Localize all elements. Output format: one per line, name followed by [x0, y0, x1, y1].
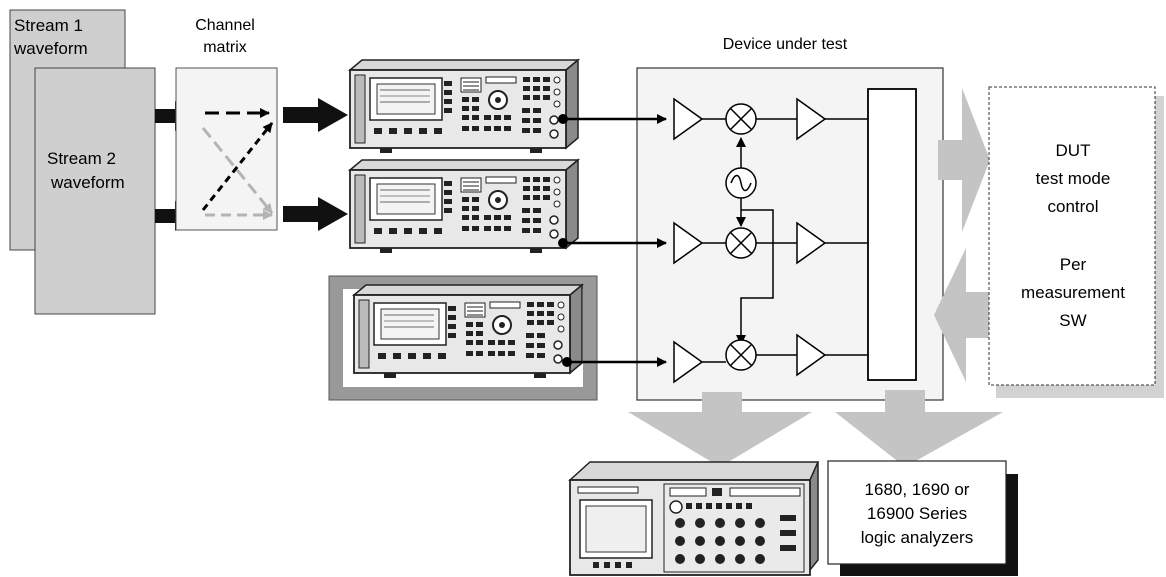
amplifier-icon — [673, 340, 704, 384]
mixer-icon — [725, 339, 757, 371]
dut-title: Device under test — [723, 36, 848, 53]
amplifier-icon — [673, 97, 704, 141]
amplifier-icon — [673, 221, 704, 265]
stream2-label-line2: waveform — [50, 173, 125, 192]
analyzer-text-line-1: 1680, 1690 or — [865, 480, 970, 499]
dut-to-control-arrow — [938, 88, 990, 232]
amplifier-icon — [796, 221, 827, 265]
mixer-icon — [725, 103, 757, 135]
stream1-label-line2: waveform — [13, 39, 88, 58]
oscillator-icon — [725, 167, 757, 199]
control-panel: DUT test mode control Per measurement SW — [988, 86, 1156, 386]
dut-to-analyzer-arrow-right — [835, 390, 1003, 467]
control-text-line-1: DUT — [1056, 141, 1091, 160]
logic-analyzer-icon — [568, 461, 820, 576]
device-under-test: Device under test — [558, 36, 944, 401]
stream2-waveform-box: Stream 2 waveform — [34, 67, 156, 315]
control-text-line-5: Per — [1060, 255, 1087, 274]
channel-matrix: Channel matrix — [175, 17, 278, 231]
baseband-block — [867, 88, 917, 381]
dut-to-analyzer-arrow-left — [628, 392, 812, 467]
control-text-line-7: SW — [1059, 311, 1086, 330]
stream1-label-line1: Stream 1 — [14, 16, 83, 35]
control-text-line-2: test mode — [1036, 169, 1111, 188]
signal-generator-1 — [349, 59, 579, 154]
mixer-icon — [725, 227, 757, 259]
signal-generator-2 — [349, 159, 579, 254]
amplifier-icon — [796, 333, 827, 377]
stream2-label-line1: Stream 2 — [47, 149, 116, 168]
control-text-line-3: control — [1047, 197, 1098, 216]
matrix-to-gen1-arrow — [283, 98, 348, 132]
channel-matrix-label-line2: matrix — [203, 39, 247, 56]
signal-generator-3 — [353, 284, 583, 379]
control-text-line-6: measurement — [1021, 283, 1125, 302]
analyzer-label-box: 1680, 1690 or 16900 Series logic analyze… — [827, 460, 1007, 565]
matrix-path-stream2-to-gen1 — [201, 122, 274, 211]
channel-matrix-label-line1: Channel — [195, 17, 255, 34]
matrix-to-gen2-arrow — [283, 197, 348, 231]
analyzer-text-line-3: logic analyzers — [861, 528, 973, 547]
control-to-dut-arrow — [934, 248, 990, 382]
amplifier-icon — [796, 97, 827, 141]
analyzer-text-line-2: 16900 Series — [867, 504, 967, 523]
matrix-path-gray-diagonal — [201, 127, 274, 214]
